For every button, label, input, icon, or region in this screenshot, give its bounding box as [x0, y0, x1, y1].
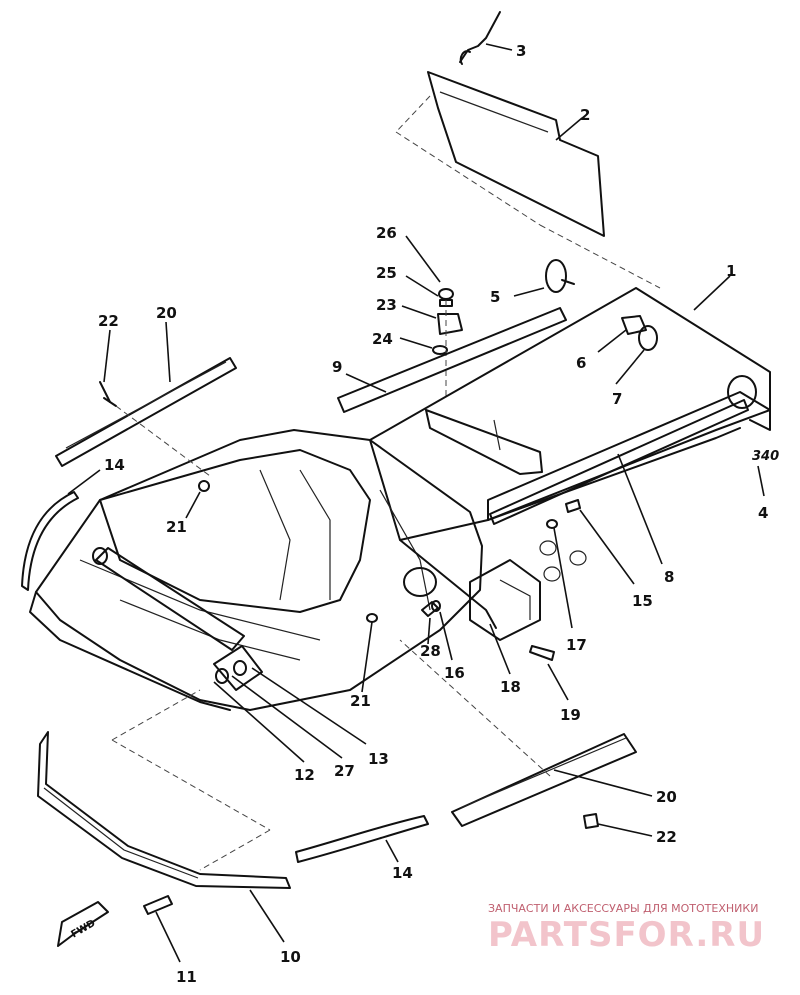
callout-27: 27 [334, 762, 355, 780]
callout-7: 7 [612, 390, 622, 408]
callout-5: 5 [490, 288, 500, 306]
part-1-main-frame [29, 275, 771, 711]
callout-12: 12 [294, 766, 315, 784]
callout-20-lower: 20 [656, 788, 677, 806]
part-5-damper [513, 259, 575, 297]
callout-21-upper: 21 [166, 518, 187, 536]
part-26-25-23-24-fastener-stack [399, 235, 463, 400]
part-4-decal [757, 465, 765, 497]
callout-18: 18 [500, 678, 521, 696]
callout-3: 3 [516, 42, 526, 60]
callout-4: 4 [758, 504, 768, 522]
part-18-housing [421, 559, 541, 675]
fwd-label: FWD [69, 918, 97, 941]
callout-22-upper: 22 [98, 312, 119, 330]
callout-10: 10 [280, 948, 301, 966]
part-9-strip [337, 307, 567, 413]
part-6-7-bushing [597, 315, 658, 385]
callout-11: 11 [176, 968, 197, 986]
part-2-cover-plate [395, 71, 661, 289]
callout-22-lower: 22 [656, 828, 677, 846]
callout-26: 26 [376, 224, 397, 242]
part-20-22-upper-rail [55, 321, 237, 477]
callout-21-lower: 21 [350, 692, 371, 710]
part-21-12-27-13-fasteners [185, 480, 378, 763]
watermark-tagline: ЗАПЧАСТИ И АКСЕССУАРЫ ДЛЯ МОТОТЕХНИКИ [488, 902, 758, 915]
part-11-bolt [143, 895, 181, 963]
callout-6: 6 [576, 354, 586, 372]
part-20-22-lower-rail [399, 639, 653, 837]
part-14-lower-trim [295, 815, 429, 863]
fwd-arrow-icon: FWD [57, 901, 109, 947]
callout-23: 23 [376, 296, 397, 314]
part-10-bumper [37, 689, 291, 943]
callout-15: 15 [632, 592, 653, 610]
callout-labels: 3 2 26 25 23 24 5 1 6 7 9 22 20 14 21 8 … [98, 42, 768, 986]
watermark-logo: PARTSFOR.RU [488, 915, 765, 955]
callout-17: 17 [566, 636, 587, 654]
callout-14-upper: 14 [104, 456, 125, 474]
watermark: ЗАПЧАСТИ И АКСЕССУАРЫ ДЛЯ МОТОТЕХНИКИ PA… [488, 902, 765, 955]
callout-24: 24 [372, 330, 393, 348]
part-3-pin [459, 11, 513, 65]
part-14-upper-trim [21, 469, 101, 591]
callout-25: 25 [376, 264, 397, 282]
callout-9: 9 [332, 358, 342, 376]
callout-13: 13 [368, 750, 389, 768]
callout-8: 8 [664, 568, 674, 586]
part-8-side-rail [489, 399, 749, 565]
part-19-bolt [529, 645, 569, 701]
callout-28: 28 [420, 642, 441, 660]
callout-20-upper: 20 [156, 304, 177, 322]
callout-2: 2 [580, 106, 590, 124]
callout-1: 1 [726, 262, 736, 280]
callout-16: 16 [444, 664, 465, 682]
part-15-17-bolt [546, 499, 635, 629]
callout-14-lower: 14 [392, 864, 413, 882]
callout-19: 19 [560, 706, 581, 724]
side-mark-text: 340 [752, 449, 779, 464]
